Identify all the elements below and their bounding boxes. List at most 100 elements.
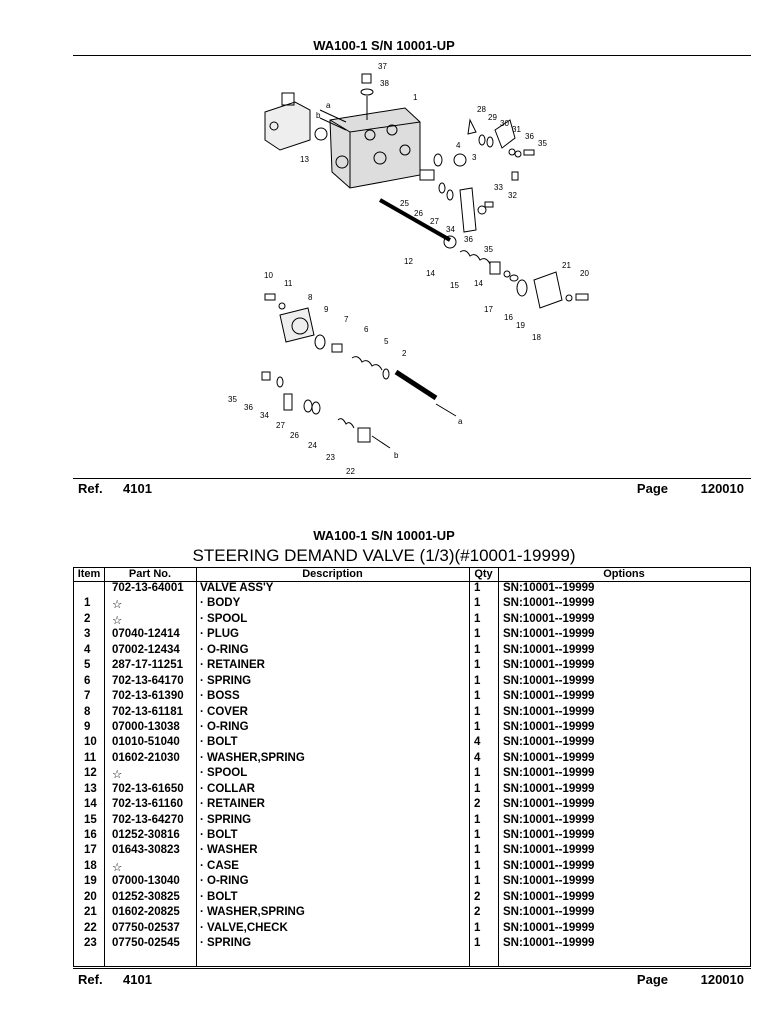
description: · COLLAR — [200, 782, 255, 795]
col-divider — [469, 568, 470, 966]
quantity: 1 — [474, 813, 481, 826]
description: · WASHER,SPRING — [200, 906, 305, 919]
item-number: 4 — [84, 643, 91, 656]
item-number: 17 — [84, 844, 97, 857]
spool-2-shape — [394, 369, 438, 401]
callout: a — [458, 417, 463, 426]
item-number: 19 — [84, 875, 97, 888]
options: SN:10001--19999 — [503, 597, 595, 610]
item-number: 7 — [84, 690, 91, 703]
diagram-callouts: 37 38 1 a b 13 28 29 30 31 36 35 4 3 33 … — [228, 62, 589, 476]
description: · WASHER,SPRING — [200, 751, 305, 764]
ref-label: Ref. — [78, 972, 103, 987]
options: SN:10001--19999 — [503, 582, 595, 594]
options: SN:10001--19999 — [503, 628, 595, 641]
item-number: 12 — [84, 767, 97, 780]
quantity: 1 — [474, 875, 481, 888]
item-number: 9 — [84, 720, 91, 733]
callout: 36 — [525, 132, 534, 141]
header-options: Options — [603, 568, 645, 580]
item-number: 13 — [84, 782, 97, 795]
quantity: 1 — [474, 859, 481, 872]
ref-value: 4101 — [123, 972, 152, 987]
options: SN:10001--19999 — [503, 937, 595, 950]
callout: 10 — [264, 271, 273, 280]
quantity: 1 — [474, 582, 481, 594]
page-value: 120010 — [700, 481, 744, 496]
options: SN:10001--19999 — [503, 844, 595, 857]
callout: a — [326, 101, 331, 110]
part-number: 287-17-11251 — [112, 659, 183, 672]
options: SN:10001--19999 — [503, 674, 595, 687]
quantity: 1 — [474, 829, 481, 841]
item-number: 6 — [84, 674, 91, 687]
description: · WASHER — [200, 844, 258, 857]
item-number: 18 — [84, 859, 97, 872]
item-number: 10 — [84, 736, 97, 749]
part-number: 702-13-64170 — [112, 674, 184, 687]
top-footer-rule — [73, 478, 751, 479]
item-number: 20 — [84, 890, 97, 903]
header-item: Item — [77, 568, 101, 580]
part-number: ☆ — [112, 769, 123, 782]
part-number: 07000-13038 — [112, 720, 180, 733]
part-number: 702-13-64270 — [112, 813, 184, 826]
part-number: 01643-30823 — [112, 844, 180, 857]
callout: 4 — [456, 141, 461, 150]
options: SN:10001--19999 — [503, 875, 595, 888]
options: SN:10001--19999 — [503, 859, 595, 872]
options: SN:10001--19999 — [503, 659, 595, 672]
callout: 33 — [494, 183, 503, 192]
callout: 36 — [464, 235, 473, 244]
description: · BOSS — [200, 690, 240, 703]
description: · SPOOL — [200, 612, 248, 625]
options: SN:10001--19999 — [503, 612, 595, 625]
header-qty: Qty — [474, 568, 493, 580]
options: SN:10001--19999 — [503, 751, 595, 764]
quantity: 1 — [474, 674, 481, 687]
part-number: 702-13-61181 — [112, 705, 183, 718]
part-number: 702-13-64001 — [112, 582, 184, 594]
callout: 2 — [402, 349, 407, 358]
description: · BODY — [200, 597, 241, 610]
quantity: 1 — [474, 628, 481, 641]
quantity: 1 — [474, 643, 481, 656]
quantity: 4 — [474, 736, 481, 749]
bottom-model-title: WA100-1 S/N 10001-UP — [313, 528, 455, 543]
quantity: 1 — [474, 937, 481, 950]
part-number: 07750-02537 — [112, 921, 180, 934]
options: SN:10001--19999 — [503, 643, 595, 656]
part-number: 01602-21030 — [112, 751, 180, 764]
page-value: 120010 — [700, 972, 744, 987]
callout: 29 — [488, 113, 497, 122]
options: SN:10001--19999 — [503, 798, 595, 811]
quantity: 1 — [474, 720, 481, 733]
callout: 17 — [484, 305, 493, 314]
description: · SPRING — [200, 937, 252, 950]
quantity: 1 — [474, 782, 481, 795]
description: · CASE — [200, 859, 239, 872]
table-header: Item Part No. Description Qty Options — [74, 568, 750, 582]
item-number: 5 — [84, 659, 91, 672]
quantity: 1 — [474, 921, 481, 934]
description: · VALVE,CHECK — [200, 921, 288, 934]
callout: 14 — [474, 279, 483, 288]
exploded-parts-diagram: 37 38 1 a b 13 28 29 30 31 36 35 4 3 33 … — [228, 62, 589, 476]
description: · O-RING — [200, 643, 249, 656]
callout: 22 — [346, 467, 355, 476]
header-part: Part No. — [128, 568, 172, 580]
callout: 15 — [450, 281, 459, 290]
